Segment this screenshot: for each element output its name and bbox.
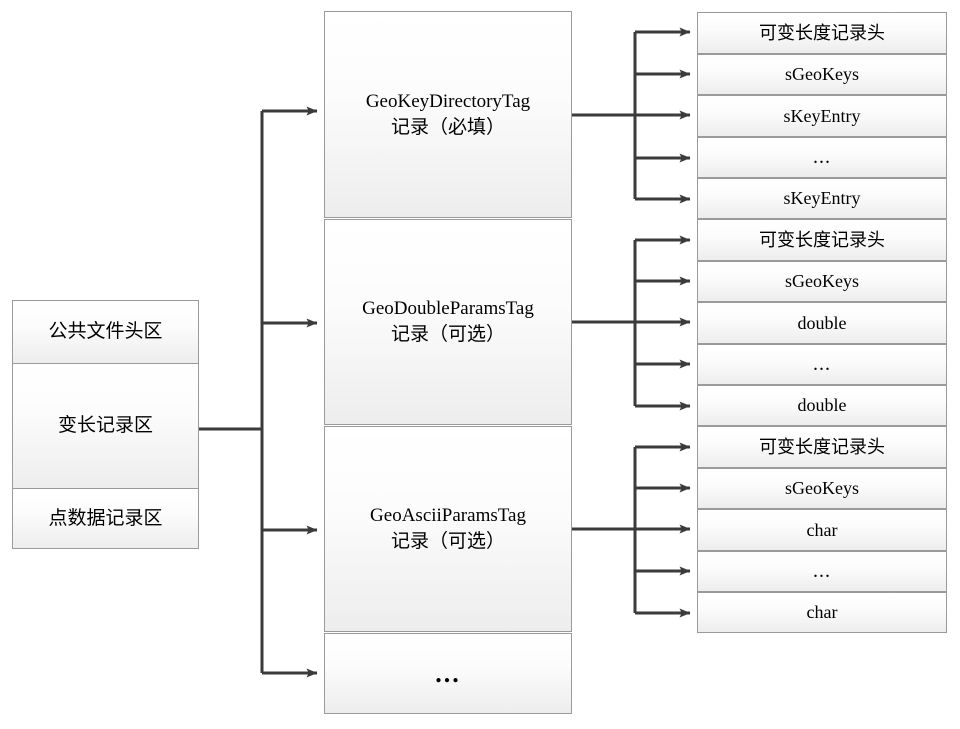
right-row: sGeoKeys [697, 468, 947, 509]
right-row: double [697, 302, 947, 344]
mid-box-ellipsis: ... [324, 633, 572, 714]
right-row-label: sGeoKeys [785, 271, 859, 292]
right-row-label: 可变长度记录头 [759, 436, 885, 457]
right-row-label: 可变长度记录头 [759, 229, 885, 250]
right-row-label: char [806, 519, 838, 540]
right-row-label: ... [813, 560, 831, 582]
mid-box-text: GeoAsciiParamsTag 记录（可选） [370, 503, 526, 554]
mid-box-line1: GeoKeyDirectoryTag [365, 90, 531, 112]
right-row-label: 可变长度记录头 [759, 22, 885, 43]
right-row: sGeoKeys [697, 54, 947, 95]
right-row: ... [697, 551, 947, 592]
right-row: sKeyEntry [697, 95, 947, 137]
left-section-label: 公共文件头区 [48, 321, 163, 343]
mid-box-text: GeoKeyDirectoryTag 记录（必填） [366, 89, 530, 140]
right-row: 可变长度记录头 [697, 12, 947, 54]
left-section-label: 点数据记录区 [48, 507, 163, 529]
right-row: ... [697, 344, 947, 385]
right-row-label: sKeyEntry [783, 188, 861, 209]
left-section-vlr: 变长记录区 [12, 363, 199, 489]
right-row-label: sGeoKeys [785, 64, 859, 85]
mid-box-geokeydirectorytag: GeoKeyDirectoryTag 记录（必填） [324, 11, 572, 218]
left-section-point-data: 点数据记录区 [12, 488, 199, 549]
right-row: char [697, 592, 947, 633]
mid-box-line1: GeoDoubleParamsTag [362, 298, 534, 320]
right-row-label: ... [813, 146, 831, 168]
right-row: char [697, 509, 947, 551]
right-row: 可变长度记录头 [697, 219, 947, 261]
right-row: ... [697, 137, 947, 178]
right-row: sGeoKeys [697, 261, 947, 302]
right-row: double [697, 385, 947, 426]
left-section-label: 变长记录区 [57, 415, 153, 437]
mid-box-line2: 记录（可选） [390, 531, 505, 552]
mid-box-line1: ... [435, 658, 461, 688]
right-row-label: double [797, 395, 847, 416]
mid-box-geoasciiparamstag: GeoAsciiParamsTag 记录（可选） [324, 426, 572, 632]
right-row-label: sGeoKeys [785, 478, 859, 499]
mid-box-line2: 记录（必填） [390, 116, 505, 138]
mid-box-text: GeoDoubleParamsTag 记录（可选） [362, 296, 534, 347]
right-row: sKeyEntry [697, 178, 947, 219]
mid-box-line1: GeoAsciiParamsTag [370, 505, 526, 527]
right-row-label: char [806, 602, 838, 623]
right-row: 可变长度记录头 [697, 426, 947, 468]
mid-box-geodoubleparamstag: GeoDoubleParamsTag 记录（可选） [324, 219, 572, 425]
right-row-label: double [797, 312, 847, 333]
mid-box-line2: 记录（可选） [390, 324, 505, 345]
right-row-label: sKeyEntry [783, 105, 861, 126]
left-section-file-header: 公共文件头区 [12, 300, 199, 364]
right-row-label: ... [813, 353, 831, 375]
